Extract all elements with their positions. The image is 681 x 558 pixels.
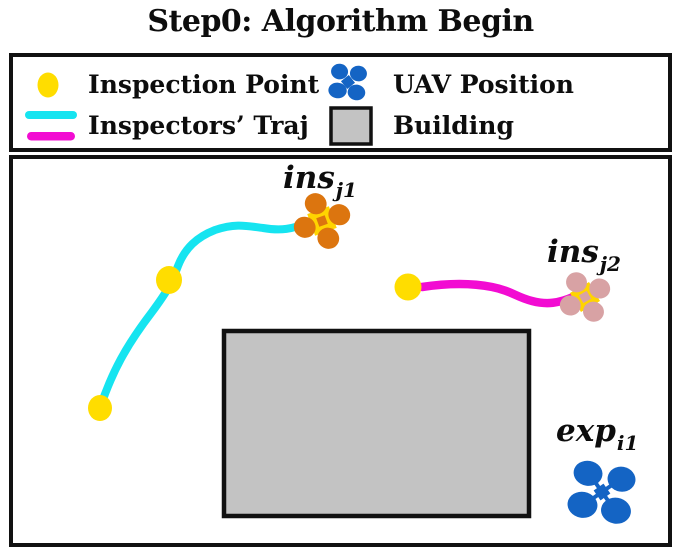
annotation-exp-i1: expi1 [556,413,639,456]
legend-box [9,53,672,152]
legend-label-building: Building [393,111,514,140]
annotation-ins-j2: insj2 [547,234,621,277]
legend-label-inspection-point: Inspection Point [88,70,320,99]
legend-label-inspectors-traj: Inspectors’ Traj [88,111,309,140]
annotation-ins-j1: insj1 [283,160,357,203]
page-title: Step0: Algorithm Begin [147,4,534,39]
diagram-area [9,155,672,547]
legend-label-uav-position: UAV Position [393,70,574,99]
